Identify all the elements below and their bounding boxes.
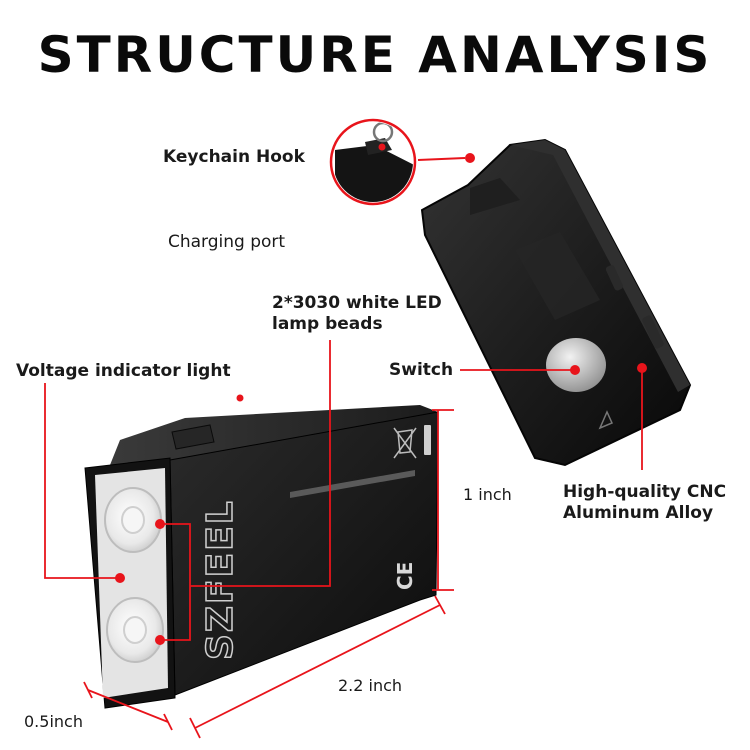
switch-button — [546, 338, 606, 392]
charging-port-label: Charging port — [168, 232, 286, 252]
led-label-line2: lamp beads — [272, 314, 383, 334]
front-device: SZFEEL CE — [84, 405, 439, 709]
depth-dimension-label: 0.5inch — [24, 712, 83, 731]
keychain-hook-label: Keychain Hook — [163, 147, 305, 167]
warning-icon — [598, 410, 614, 430]
voltage-indicator-label: Voltage indicator light — [16, 361, 231, 381]
ce-mark: CE — [393, 562, 417, 590]
switch-label: Switch — [389, 360, 454, 380]
length-dimension-label: 2.2 inch — [338, 676, 403, 695]
brand-logo: SZFEEL — [200, 499, 241, 660]
rear-device — [420, 138, 692, 467]
page-title: STRUCTURE ANALYSIS — [37, 26, 713, 84]
keychain-hook-inset — [329, 118, 466, 206]
led-label-line1: 2*3030 white LED — [272, 293, 442, 313]
cnc-label-line1: High-quality CNC — [563, 482, 727, 502]
recycle-bin-icon — [393, 427, 417, 459]
dimension-lines — [83, 409, 454, 739]
height-dimension-label: 1 inch — [463, 485, 512, 504]
callout-lines — [44, 340, 643, 641]
cnc-label-line2: Aluminum Alloy — [563, 503, 714, 523]
